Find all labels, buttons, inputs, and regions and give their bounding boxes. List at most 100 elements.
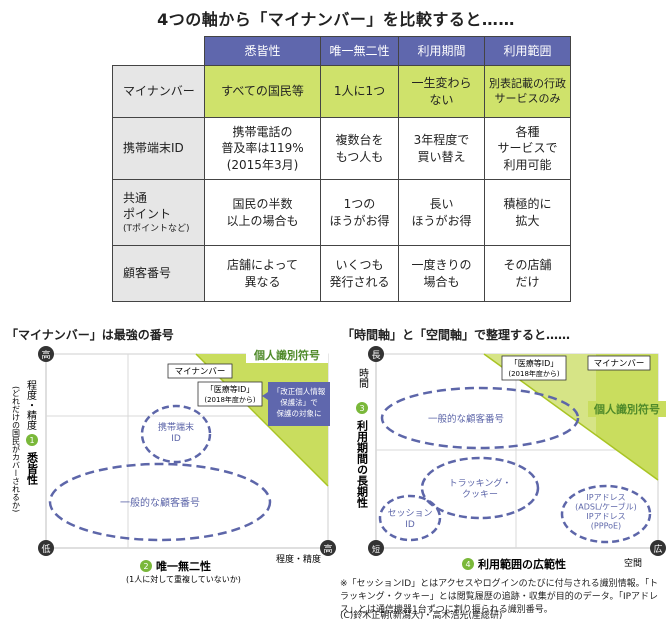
left-medical-id-box [197, 381, 263, 407]
right-general-customer-ellipse [380, 386, 580, 450]
row-header-label: マイナンバー [123, 84, 195, 99]
right-region-label-bg [588, 401, 666, 417]
right-x-high-marker [650, 540, 666, 556]
left-mynumber-label: マイナンバー [175, 367, 226, 377]
left-x-axis-note: (1人に対して重複していないか) [126, 574, 241, 584]
left-y-axis-label: 程度・精度 [25, 380, 37, 431]
right-y-high-label: 長 [371, 350, 380, 361]
right-diagram: 長 短 広 時間 3 利用期間の長期性 4 利用範囲の広範性 空間 マイナンバー… [356, 346, 666, 571]
table-row: マイナンバー すべての国民等 1人に1つ 一生変わら ない 別表記載の行政 サー… [112, 65, 571, 118]
right-region-label: 個人識別符号 [593, 402, 660, 416]
right-ip-address-ellipse [560, 484, 652, 544]
table-cell: 1つの ほうがお得 [320, 179, 399, 246]
left-general-customer-ellipse [48, 462, 272, 542]
row-header: 共通 ポイント(Tポイントなど) [112, 179, 205, 246]
right-y-axis-num-badge [356, 402, 368, 414]
table-cell: いくつも 発行される [320, 245, 399, 302]
left-x-axis-num-badge [140, 560, 152, 572]
table-row: 顧客番号 店舗によって 異なる いくつも 発行される 一度きりの 場合も その店… [112, 245, 571, 302]
right-y-axis-label: 時間 [357, 368, 369, 389]
left-origin-label: 低 [41, 543, 50, 555]
row-header: 顧客番号 [112, 245, 205, 302]
row-header-sublabel: (Tポイントなど) [123, 223, 190, 234]
right-mynumber-label: マイナンバー [594, 359, 645, 369]
footnote: ※「セッションID」とはアクセスやログインのたびに付与される識別情報。「トラッキ… [340, 579, 659, 616]
left-medical-id-line1: 「医療等ID」 [206, 384, 255, 394]
table-cell: 別表記載の行政 サービスのみ [484, 65, 571, 118]
row-header: 携帯端末ID [112, 117, 205, 180]
left-callout-box [268, 382, 330, 426]
table-row: 共通 ポイント(Tポイントなど) 国民の半数 以上の場合も 1つの ほうがお得 … [112, 179, 571, 246]
row-header-label: 共通 ポイント [123, 191, 172, 222]
right-y-axis-name: 利用期間の長期性 [356, 419, 369, 509]
credit: (C)鈴木正朝(新潟大)・高木浩光(産総研) [340, 611, 503, 621]
right-origin-marker [368, 540, 384, 556]
right-x-axis-label: 空間 [624, 557, 642, 569]
right-x-high-label: 広 [653, 543, 662, 555]
table-cell: 長い ほうがお得 [398, 179, 485, 246]
right-general-customer-label: 一般的な顧客番号 [428, 413, 504, 425]
right-session-id-ellipse [378, 494, 442, 542]
left-y-high-marker [38, 346, 54, 362]
right-origin-label: 短 [372, 544, 380, 554]
column-header-usage-scope: 利用範囲 [484, 36, 571, 66]
right-y-high-marker [368, 346, 384, 362]
row-header-label: 顧客番号 [123, 266, 172, 281]
right-ip-address-label: IPアドレス(ADSL/ケーブル)IPアドレス(PPPoE) [575, 493, 637, 531]
right-y-axis-num: 3 [359, 404, 364, 413]
left-x-axis-label: 程度・精度 [276, 553, 321, 565]
left-y-axis-num-badge [26, 434, 38, 446]
left-y-high-label: 高 [41, 349, 50, 361]
table-cell: 国民の半数 以上の場合も [204, 179, 321, 246]
left-x-high-label: 高 [323, 543, 332, 555]
left-region-label-bg [246, 346, 328, 363]
right-tracking-cookie-label: トラッキング・クッキー [449, 477, 512, 500]
comparison-table: 悉皆性 唯一無二性 利用期間 利用範囲 マイナンバー すべての国民等 1人に1つ… [112, 36, 571, 302]
right-diagram-title: 「時間軸」と「空間軸」で整理すると…… [342, 328, 571, 342]
left-x-high-marker [320, 540, 336, 556]
column-header-uniqueness: 唯一無二性 [320, 36, 399, 66]
left-region-label: 個人識別符号 [253, 348, 320, 362]
right-x-axis-num: 4 [465, 560, 470, 569]
left-x-axis-num: 2 [143, 562, 148, 571]
left-general-customer-label: 一般的な顧客番号 [120, 496, 200, 509]
right-x-axis-name: 利用範囲の広範性 [478, 557, 566, 571]
table-cell: 携帯電話の 普及率は119% (2015年3月) [204, 117, 321, 180]
column-header-usage-period: 利用期間 [398, 36, 485, 66]
left-origin-marker [38, 540, 54, 556]
table-cell: すべての国民等 [204, 65, 321, 118]
table-cell: 一度きりの 場合も [398, 245, 485, 302]
table-cell: 店舗によって 異なる [204, 245, 321, 302]
table-cell: 積極的に 拡大 [484, 179, 571, 246]
right-x-axis-num-badge [462, 558, 474, 570]
row-header-label: 携帯端末ID [123, 141, 184, 156]
table-cell: その店舗 だけ [484, 245, 571, 302]
left-diagram-title: 「マイナンバー」は最強の番号 [6, 328, 174, 342]
table-corner [112, 36, 205, 66]
row-header: マイナンバー [112, 65, 205, 118]
main-title: 4つの軸から「マイナンバー」を比較すると…… [157, 10, 515, 29]
table-cell: 3年程度で 買い替え [398, 117, 485, 180]
table-cell: 複数台を もつ人も [320, 117, 399, 180]
table-row: 携帯端末ID 携帯電話の 普及率は119% (2015年3月) 複数台を もつ人… [112, 117, 571, 180]
left-mynumber-box [167, 363, 233, 379]
table-cell: 1人に1つ [320, 65, 399, 118]
column-header-comprehensiveness: 悉皆性 [204, 36, 321, 66]
left-y-axis-note: (どれだけの国民がカバーされるか) [12, 386, 21, 512]
left-medical-id-label: 「医療等ID」(2018年度から) [204, 384, 256, 404]
left-mobile-id-ellipse [140, 404, 212, 464]
left-x-axis-name: 唯一無二性 [156, 559, 211, 573]
right-tracking-cookie-ellipse [420, 456, 540, 520]
right-medical-id-box [501, 355, 567, 381]
right-mynumber-box [587, 355, 651, 371]
left-callout-label: 「改正個人情報保護法」で保護の対象に [273, 386, 326, 418]
left-y-axis-num: 1 [29, 436, 34, 445]
table-cell: 一生変わら ない [398, 65, 485, 118]
table-cell: 各種 サービスで 利用可能 [484, 117, 571, 180]
left-diagram: 高 低 高 程度・精度 (どれだけの国民がカバーされるか) 1 悉皆性 2 唯一… [12, 346, 336, 584]
left-y-axis-name: 悉皆性 [26, 451, 40, 486]
right-medical-id-label: 「医療等ID」(2018年度から) [508, 358, 560, 378]
left-medical-id-line2: (2018年度から) [204, 395, 256, 404]
